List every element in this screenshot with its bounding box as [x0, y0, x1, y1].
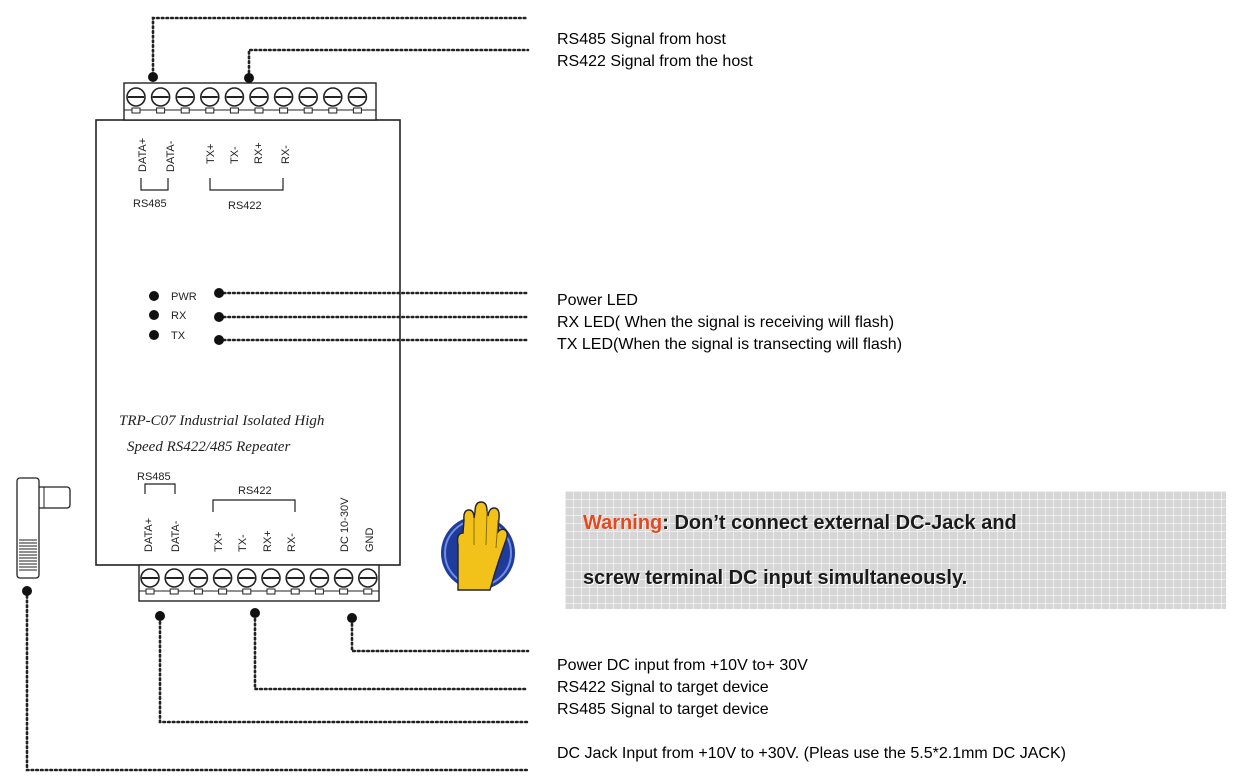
bottom-group-rs485: RS485	[137, 471, 171, 483]
annotation-power-dc-input: Power DC input from +10V to+ 30V	[557, 657, 808, 674]
leader-rs422-from-host	[247, 48, 530, 79]
top-pin-data-minus: DATA-	[165, 140, 177, 172]
warning-box: Warning: Don’t connect external DC-Jack …	[565, 491, 1226, 609]
top-pin-tab	[156, 107, 166, 114]
top-rs485-bracket	[140, 178, 169, 191]
top-group-rs422: RS422	[228, 200, 262, 212]
top-pin-rx-minus: RX-	[280, 145, 292, 164]
top-terminal-block	[123, 82, 377, 121]
bottom-pin-tx-minus: TX-	[237, 534, 249, 552]
bottom-pin-rx-plus: RX+	[262, 530, 274, 552]
top-pin-tab	[303, 107, 313, 114]
bottom-pin-tab	[266, 588, 276, 595]
annotation-dc-jack-input: DC Jack Input from +10V to +30V. (Pleas …	[557, 745, 1066, 762]
bottom-pin-tab	[339, 588, 349, 595]
annotation-rx-led: RX LED( When the signal is receiving wil…	[557, 314, 895, 331]
warning-line-1-text: : Don’t connect external DC-Jack and	[662, 512, 1017, 534]
bottom-pin-dc: DC 10-30V	[339, 497, 351, 552]
leader-rs485-target	[158, 620, 530, 724]
top-terminal-screws	[126, 87, 368, 114]
bottom-pin-tx-plus: TX+	[213, 532, 225, 552]
bottom-pin-gnd: GND	[364, 528, 376, 553]
led-pwr-label: PWR	[171, 291, 197, 303]
annotation-rs485-to-target: RS485 Signal to target device	[557, 701, 769, 718]
bottom-pin-tab	[169, 588, 179, 595]
bottom-terminal-block	[138, 564, 380, 602]
led-rx-label: RX	[171, 310, 187, 322]
leader-power-dc	[350, 622, 530, 653]
top-pin-tab	[328, 107, 338, 114]
bottom-group-rs422: RS422	[238, 485, 272, 497]
top-pin-tab	[205, 107, 215, 114]
annotation-power-led: Power LED	[557, 292, 638, 309]
bottom-terminal-screws	[140, 568, 378, 595]
led-rx-dot	[149, 310, 159, 320]
top-pin-tab	[180, 107, 190, 114]
top-group-rs485: RS485	[133, 198, 167, 210]
bottom-pin-tab	[314, 588, 324, 595]
top-pin-tx-minus: TX-	[229, 146, 241, 164]
top-pin-tab	[254, 107, 264, 114]
bottom-pin-tab	[242, 588, 252, 595]
device-body	[95, 119, 401, 566]
dc-jack-plug-icon	[16, 477, 71, 579]
device-title-line2: Speed RS422/485 Repeater	[127, 439, 290, 455]
led-tx-dot	[149, 330, 159, 340]
top-pin-rx-plus: RX+	[253, 142, 265, 164]
led-tx-label: TX	[171, 330, 186, 342]
bottom-pin-tab	[290, 588, 300, 595]
annotation-rs422-to-target: RS422 Signal to target device	[557, 679, 769, 696]
top-pin-tab	[131, 107, 141, 114]
leader-rs485-from-host	[151, 16, 530, 77]
annotation-rs485-from-host: RS485 Signal from host	[557, 31, 726, 48]
annotation-tx-led: TX LED(When the signal is transecting wi…	[557, 336, 903, 353]
led-pwr-dot	[149, 291, 159, 301]
top-pin-tx-plus: TX+	[205, 144, 217, 164]
device-title-line1: TRP-C07 Industrial Isolated High	[119, 413, 324, 429]
bottom-pin-rx-minus: RX-	[286, 533, 298, 552]
top-pin-tab	[279, 107, 289, 114]
bottom-pin-data-minus: DATA-	[170, 520, 182, 552]
leader-rs422-target	[253, 617, 530, 691]
bottom-rs485-bracket	[144, 483, 176, 494]
warning-line-1: Warning: Don’t connect external DC-Jack …	[583, 512, 1017, 535]
warning-line-2: screw terminal DC input simultaneously.	[583, 567, 968, 589]
warning-hand-icon	[441, 501, 515, 591]
connector-dots	[22, 72, 357, 623]
top-pin-tab	[229, 107, 239, 114]
bottom-pin-tab	[363, 588, 373, 595]
top-pin-data-plus: DATA+	[137, 138, 149, 172]
bottom-rs422-bracket	[212, 499, 296, 512]
annotation-rs422-from-host: RS422 Signal from the host	[557, 53, 753, 70]
warning-word: Warning	[583, 512, 663, 534]
bottom-pin-tab	[193, 588, 203, 595]
bottom-pin-tab	[145, 588, 155, 595]
top-rs422-bracket	[209, 178, 284, 191]
leader-dc-jack	[25, 594, 530, 772]
leader-lines	[25, 16, 530, 772]
bottom-pin-tab	[218, 588, 228, 595]
bottom-pin-data-plus: DATA+	[143, 518, 155, 552]
top-pin-tab	[352, 107, 362, 114]
